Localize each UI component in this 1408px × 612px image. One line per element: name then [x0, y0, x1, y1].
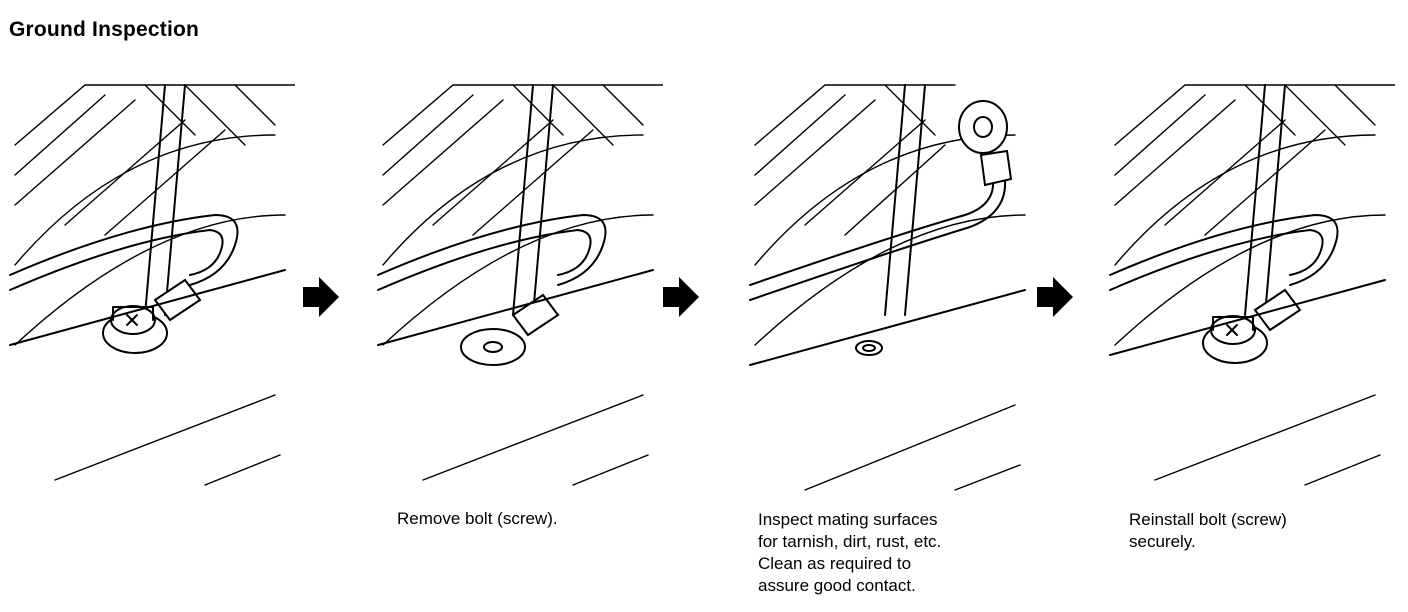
step-4-illustration — [1105, 75, 1395, 495]
step-3-illustration — [745, 75, 1035, 495]
page-title: Ground Inspection — [9, 18, 199, 42]
step-2-illustration — [373, 75, 663, 495]
right-arrow-icon — [1037, 277, 1077, 317]
step-1-illustration — [5, 75, 295, 495]
step-3-caption: Inspect mating surfaces for tarnish, dir… — [758, 509, 941, 597]
right-arrow-icon — [303, 277, 343, 317]
step-2-caption: Remove bolt (screw). — [397, 508, 558, 530]
right-arrow-icon — [663, 277, 703, 317]
step-4-caption: Reinstall bolt (screw) securely. — [1129, 509, 1287, 553]
